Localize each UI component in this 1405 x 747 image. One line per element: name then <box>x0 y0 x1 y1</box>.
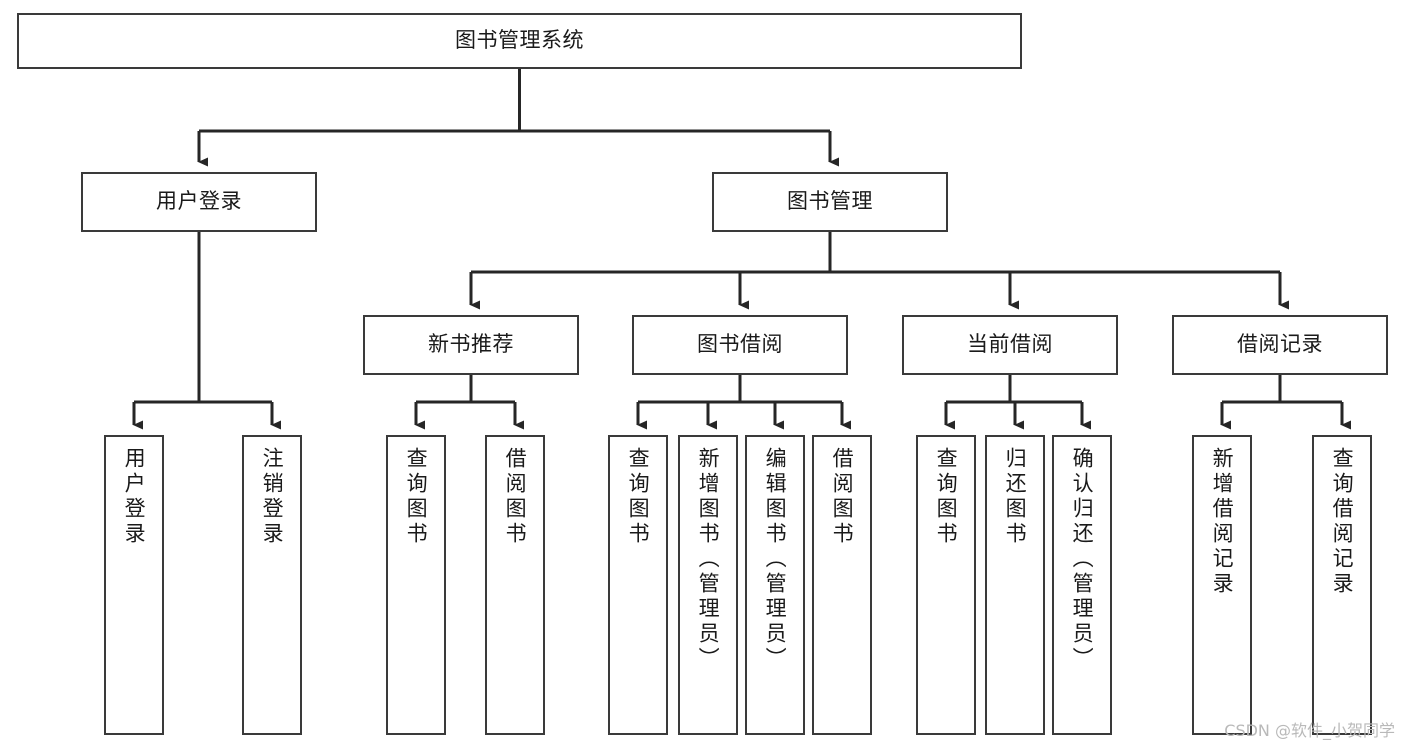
node-label-leaf-query-book-recommend: 查询图书 <box>404 447 429 547</box>
node-leaf-borrow-book[interactable]: 借阅图书 <box>812 435 872 735</box>
node-label-leaf-edit-book-admin: 编辑图书（管理员） <box>763 447 788 672</box>
node-label-leaf-add-book-admin: 新增图书（管理员） <box>696 447 721 672</box>
node-label-leaf-return-book: 归还图书 <box>1003 447 1028 547</box>
node-label-leaf-confirm-return-admin: 确认归还（管理员） <box>1070 447 1095 672</box>
node-label-leaf-query-book-borrow: 查询图书 <box>626 447 651 547</box>
node-label-leaf-add-borrow-record: 新增借阅记录 <box>1210 447 1235 597</box>
node-label-leaf-user-logout: 注销登录 <box>260 447 285 547</box>
node-leaf-user-login[interactable]: 用户登录 <box>104 435 164 735</box>
node-book-borrow[interactable]: 图书借阅 <box>632 315 848 375</box>
node-label-book-borrow: 图书借阅 <box>697 332 783 357</box>
node-label-leaf-query-book-current: 查询图书 <box>934 447 959 547</box>
node-current-borrow[interactable]: 当前借阅 <box>902 315 1118 375</box>
node-leaf-confirm-return-admin[interactable]: 确认归还（管理员） <box>1052 435 1112 735</box>
node-leaf-return-book[interactable]: 归还图书 <box>985 435 1045 735</box>
node-label-root: 图书管理系统 <box>455 28 584 53</box>
node-label-leaf-borrow-book-recommend: 借阅图书 <box>503 447 528 547</box>
node-label-new-book-recommend: 新书推荐 <box>428 332 514 357</box>
node-label-leaf-borrow-book: 借阅图书 <box>830 447 855 547</box>
node-book-management[interactable]: 图书管理 <box>712 172 948 232</box>
node-root[interactable]: 图书管理系统 <box>17 13 1022 69</box>
node-label-leaf-query-borrow-record: 查询借阅记录 <box>1330 447 1355 597</box>
node-leaf-add-borrow-record[interactable]: 新增借阅记录 <box>1192 435 1252 735</box>
node-borrow-record[interactable]: 借阅记录 <box>1172 315 1388 375</box>
node-leaf-query-borrow-record[interactable]: 查询借阅记录 <box>1312 435 1372 735</box>
node-label-borrow-record: 借阅记录 <box>1237 332 1323 357</box>
node-new-book-recommend[interactable]: 新书推荐 <box>363 315 579 375</box>
node-label-current-borrow: 当前借阅 <box>967 332 1053 357</box>
watermark-label: CSDN @软件_小贺同学 <box>1224 721 1395 740</box>
node-label-user-login: 用户登录 <box>156 189 242 214</box>
node-leaf-add-book-admin[interactable]: 新增图书（管理员） <box>678 435 738 735</box>
node-label-book-management: 图书管理 <box>787 189 873 214</box>
node-leaf-user-logout[interactable]: 注销登录 <box>242 435 302 735</box>
node-leaf-borrow-book-recommend[interactable]: 借阅图书 <box>485 435 545 735</box>
node-label-leaf-user-login: 用户登录 <box>122 447 147 547</box>
node-leaf-query-book-recommend[interactable]: 查询图书 <box>386 435 446 735</box>
node-leaf-query-book-current[interactable]: 查询图书 <box>916 435 976 735</box>
node-leaf-edit-book-admin[interactable]: 编辑图书（管理员） <box>745 435 805 735</box>
node-leaf-query-book-borrow[interactable]: 查询图书 <box>608 435 668 735</box>
node-user-login[interactable]: 用户登录 <box>81 172 317 232</box>
